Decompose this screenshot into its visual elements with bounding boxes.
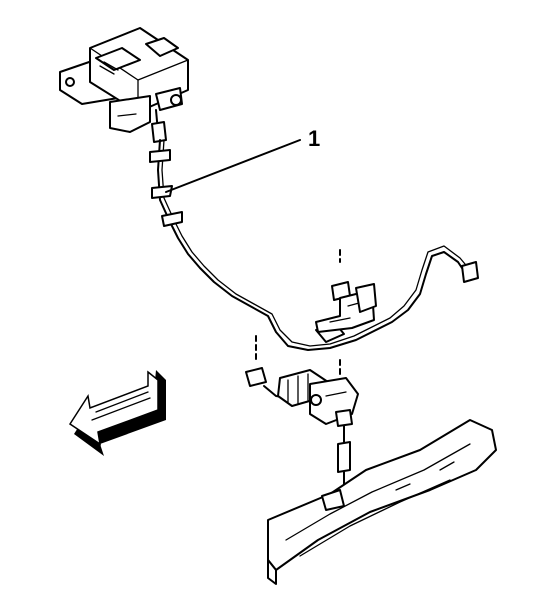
callout-label-1: 1 (308, 126, 320, 151)
wiring-harness (149, 139, 479, 351)
control-module (59, 27, 189, 143)
frame-rail (267, 419, 497, 585)
direction-arrow-icon (68, 370, 166, 456)
mounting-bracket (315, 249, 377, 333)
sensor-assembly (245, 335, 359, 495)
callout-leader-line (165, 139, 301, 193)
